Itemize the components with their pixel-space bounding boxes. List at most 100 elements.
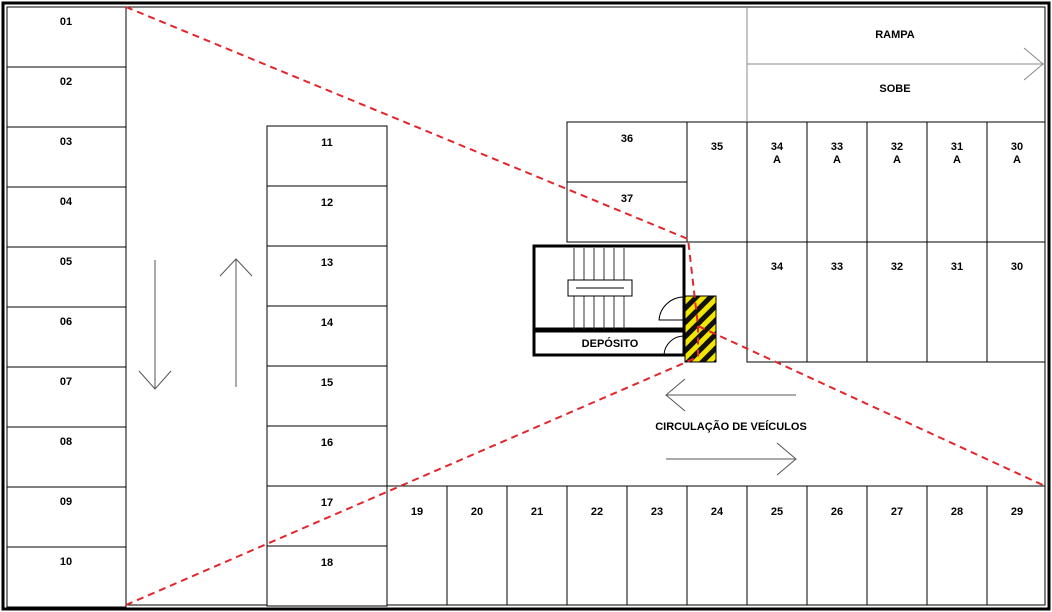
spot-label: 18 — [321, 557, 333, 569]
parking-spot-outline — [746, 485, 808, 606]
parking-spot: 02 — [6, 66, 127, 128]
spot-label: 27 — [891, 506, 903, 518]
door-swing-icon — [658, 296, 685, 356]
parking-spot-outline — [806, 121, 868, 243]
parking-spot: 06 — [6, 306, 127, 368]
spot-label: 11 — [321, 137, 333, 149]
parking-spot: 26 — [806, 485, 868, 606]
spot-label: 21 — [531, 506, 543, 518]
parking-spot-outline — [686, 485, 748, 606]
parking-spot-outline — [626, 485, 688, 606]
parking-spot-outline — [6, 426, 127, 488]
parking-spot-outline — [506, 485, 568, 606]
parking-spot: 30 — [986, 241, 1046, 363]
parking-spot: 13 — [266, 245, 388, 307]
dashed-zone-lines — [125, 6, 1046, 606]
parking-spot-outline — [446, 485, 508, 606]
parking-spot: 10 — [6, 546, 127, 608]
stair-box — [532, 244, 686, 331]
parking-spot-outline — [986, 485, 1046, 606]
parking-spot-outline — [986, 121, 1046, 243]
parking-spot-outline — [266, 365, 388, 427]
parking-spot: 31 — [926, 241, 988, 363]
parking-spot-outline — [6, 306, 127, 368]
parking-spot-outline — [686, 121, 748, 243]
ramp-label: RAMPA — [875, 29, 915, 41]
parking-spot: 04 — [6, 186, 127, 248]
parking-spot-outline — [6, 246, 127, 308]
parking-spot: 18 — [266, 545, 388, 607]
spot-label: 13 — [321, 257, 333, 269]
parking-spot: 15 — [266, 365, 388, 427]
spot-label: 03 — [60, 136, 72, 148]
parking-spot: 19 — [386, 485, 448, 606]
parking-spot-outline — [386, 485, 448, 606]
spot-label: 24 — [711, 506, 724, 518]
parking-spot: 12 — [266, 185, 388, 247]
parking-spot: 01 — [6, 6, 127, 68]
parking-spot: 24 — [686, 485, 748, 606]
parking-spot-outline — [266, 305, 388, 367]
parking-spot-outline — [926, 241, 988, 363]
parking-spot-outline — [6, 126, 127, 188]
parking-spot-outline — [266, 125, 388, 187]
stairs-icon — [567, 248, 633, 329]
spot-label: 36 — [621, 133, 633, 145]
spot-label: 10 — [60, 556, 72, 568]
parking-spot: 09 — [6, 486, 127, 548]
spot-label: 05 — [60, 256, 72, 268]
parking-spot-outline — [6, 6, 127, 68]
parking-spot-outline — [746, 121, 808, 243]
ramp-area: RAMPA SOBE — [746, 7, 1045, 122]
parking-spot: 03 — [6, 126, 127, 188]
parking-spot: 17 — [266, 485, 388, 547]
spot-label: 19 — [411, 506, 423, 518]
arrow-down-icon — [138, 260, 172, 390]
spot-label: 12 — [321, 197, 333, 209]
spot-label: 08 — [60, 436, 72, 448]
spot-label: 09 — [60, 496, 72, 508]
spot-label: 30 — [1011, 261, 1023, 273]
spot-label: 17 — [321, 497, 333, 509]
spot-label: 20 — [471, 506, 483, 518]
hazard-hatch-icon — [684, 295, 717, 363]
spot-label: 33 — [831, 261, 843, 273]
parking-spot-outline — [566, 485, 628, 606]
spot-label: 06 — [60, 316, 72, 328]
left-parking-column: 01 02 03 04 05 06 07 08 09 10 — [6, 6, 127, 608]
parking-spot-outline — [866, 241, 928, 363]
parking-spot-outline — [566, 121, 688, 183]
parking-spot: 21 — [506, 485, 568, 606]
parking-spot: 29 — [986, 485, 1046, 606]
parking-spot: 07 — [6, 366, 127, 428]
parking-spot-outline — [6, 186, 127, 248]
parking-spot: 37 — [566, 181, 688, 243]
spot-label: 07 — [60, 376, 72, 388]
parking-spot: 08 — [6, 426, 127, 488]
parking-spot-outline — [266, 425, 388, 487]
spot-label: 29 — [1011, 506, 1023, 518]
parking-spot-outline — [926, 121, 988, 243]
parking-spot: 32 — [866, 241, 928, 363]
spot-label: 26 — [831, 506, 843, 518]
spot-label: 32 — [891, 261, 903, 273]
spot-label: 22 — [591, 506, 603, 518]
parking-spot: 05 — [6, 246, 127, 308]
stair-core: DEPÓSITO — [532, 244, 717, 363]
parking-spot-outline — [806, 241, 868, 363]
parking-spot: 22 — [566, 485, 628, 606]
spot-label: 02 — [60, 76, 72, 88]
parking-spot-outline — [746, 241, 808, 363]
storage-label: DEPÓSITO — [582, 337, 639, 350]
parking-spot: 25 — [746, 485, 808, 606]
spot-label: 16 — [321, 437, 333, 449]
